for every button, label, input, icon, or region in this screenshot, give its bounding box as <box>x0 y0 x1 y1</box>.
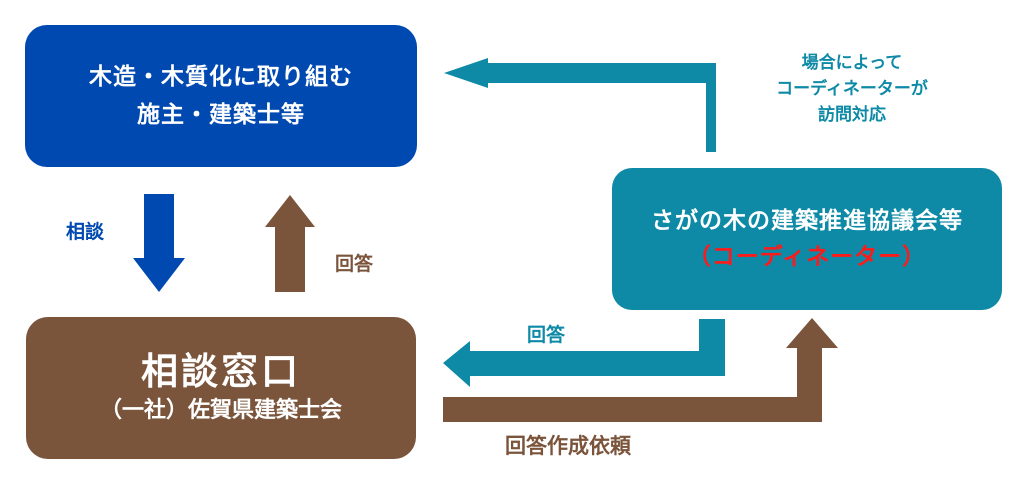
request-arrow <box>443 318 838 422</box>
answer-to-owner-label: 回答 <box>335 253 374 275</box>
request-label: 回答作成依頼 <box>505 434 631 458</box>
visit-label-line2: コーディネーターが <box>776 79 928 99</box>
owner-node-line1: 木造・木質化に取り組む <box>89 64 353 90</box>
consult-label: 相談 <box>66 221 105 243</box>
owner-node-line2: 施主・建築士等 <box>137 102 305 128</box>
answer-to-desk-label: 回答 <box>527 324 566 346</box>
visit-label: 場合によって コーディネーターが 訪問対応 <box>752 50 952 128</box>
coordinator-node: さがの木の建築推進協議会等 （コーディネーター） <box>612 168 1002 310</box>
desk-node-title: 相談窓口 <box>141 350 301 393</box>
consult-arrow <box>133 194 185 292</box>
visit-label-line3: 訪問対応 <box>818 105 886 125</box>
owner-node: 木造・木質化に取り組む 施主・建築士等 <box>25 25 417 167</box>
answer-to-desk-arrow <box>443 319 725 387</box>
coordinator-node-line1: さがの木の建築推進協議会等 <box>651 208 963 234</box>
answer-to-owner-arrow <box>265 195 315 292</box>
desk-node-org: （一社）佐賀県建築士会 <box>99 398 342 423</box>
visit-arrow <box>444 58 716 152</box>
visit-label-line1: 場合によって <box>801 53 903 73</box>
coordinator-node-line2: （コーディネーター） <box>687 244 927 270</box>
consultation-desk-node: 相談窓口 （一社）佐賀県建築士会 <box>26 317 416 459</box>
